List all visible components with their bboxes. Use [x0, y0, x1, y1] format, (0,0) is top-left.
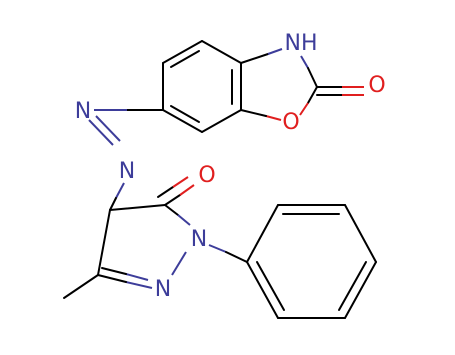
bond: [97, 209, 111, 276]
bond: [225, 251, 248, 263]
phenyl-ring: [246, 204, 377, 319]
bond: [63, 274, 99, 299]
bond: [267, 48, 283, 55]
atom-label-nh: NH: [285, 31, 318, 56]
azo-linkage: [88, 109, 164, 211]
atom-label-pyrazole-imine-nitrogen: N: [155, 277, 171, 302]
atom-label-carbonyl-oxygen: O: [368, 73, 385, 98]
bond: [171, 251, 187, 276]
pyrazolone-ring: [63, 176, 195, 299]
bond: [299, 102, 309, 116]
bond: [172, 176, 189, 188]
oxazolone-ring: [240, 48, 364, 121]
bond: [344, 204, 377, 263]
bond: [201, 109, 242, 133]
atom-label-pyrazole-ring-nitrogen: N: [191, 227, 207, 252]
bond: [125, 273, 149, 281]
bond: [109, 197, 117, 211]
bond: [246, 261, 279, 319]
bond: [256, 261, 285, 311]
bond: [240, 53, 269, 64]
bond: [177, 214, 191, 226]
bond: [170, 50, 200, 68]
bond: [115, 182, 125, 199]
bond: [179, 184, 195, 196]
bond: [170, 105, 200, 123]
bond: [95, 115, 121, 142]
bond: [164, 194, 181, 206]
bond: [162, 109, 203, 133]
bond: [125, 281, 153, 289]
bond: [338, 261, 367, 311]
bond: [307, 67, 318, 88]
bond: [101, 267, 127, 275]
bond: [344, 261, 377, 319]
atom-label-azo-nitrogen-upper: N: [75, 99, 91, 124]
atom-label-ring-oxygen: O: [282, 110, 299, 135]
bond: [109, 204, 166, 211]
atom-label-azo-nitrogen-lower: N: [119, 159, 135, 184]
bond: [162, 40, 203, 64]
bond: [307, 86, 318, 104]
bond: [265, 115, 282, 121]
bond: [208, 244, 227, 253]
benzoxazolone-benzene-ring: [162, 40, 242, 133]
bond: [164, 204, 179, 216]
bond: [157, 186, 174, 198]
bond: [246, 204, 279, 263]
bond: [240, 109, 267, 117]
bond: [300, 55, 309, 69]
bond: [201, 40, 242, 64]
bond: [88, 119, 114, 146]
bond: [97, 274, 127, 283]
atom-label-pyrazolone-oxygen: O: [198, 163, 215, 188]
